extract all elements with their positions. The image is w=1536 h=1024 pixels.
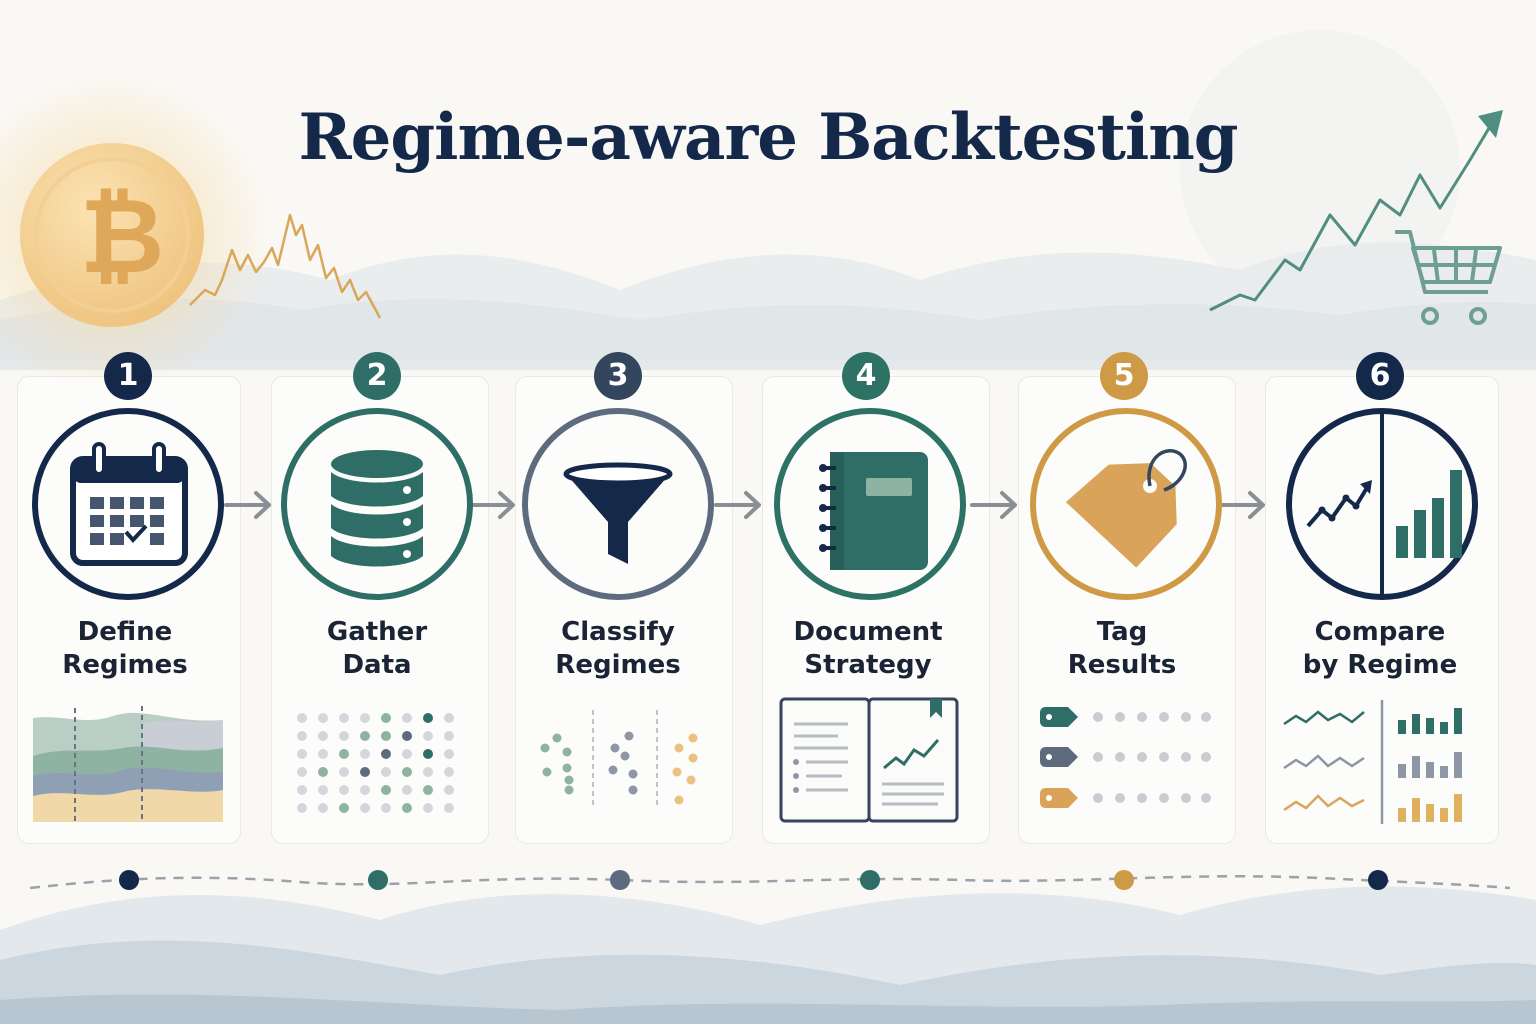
shopping-cart-icon — [1395, 230, 1502, 325]
step-number-1: 1 — [104, 352, 152, 400]
funnel-icon — [563, 462, 673, 564]
data-dot — [423, 767, 433, 777]
data-dot — [423, 731, 433, 741]
step-label-4: Document Strategy — [793, 617, 943, 680]
tagged-results-rows — [1040, 707, 1211, 808]
data-dot — [423, 749, 433, 759]
data-dot — [381, 803, 391, 813]
data-dot — [339, 749, 349, 759]
data-dot — [444, 803, 454, 813]
data-dot — [297, 767, 307, 777]
data-dot-grid — [297, 713, 454, 813]
data-dot — [444, 785, 454, 795]
data-dot — [381, 767, 391, 777]
data-dot — [297, 713, 307, 723]
data-dot — [402, 749, 412, 759]
page-title: Regime-aware Backtesting — [298, 100, 1238, 175]
step-number-6: 6 — [1356, 352, 1404, 400]
data-dot — [297, 785, 307, 795]
data-dot — [318, 767, 328, 777]
data-dot — [318, 749, 328, 759]
classified-dot-clusters — [540, 710, 698, 806]
data-dot — [423, 785, 433, 795]
tag-icon — [1040, 707, 1078, 727]
data-dot — [402, 767, 412, 777]
calendar-icon — [70, 442, 188, 566]
bitcoin-coin-icon: ₿ — [20, 143, 204, 327]
step-icon-ring-1 — [32, 408, 224, 600]
data-dot — [444, 713, 454, 723]
data-dot — [339, 803, 349, 813]
data-dot — [444, 731, 454, 741]
regime-comparison-minis — [1283, 700, 1462, 824]
step-icon-ring-4 — [774, 408, 966, 600]
open-strategy-notebook — [779, 697, 959, 823]
step-number-3: 3 — [594, 352, 642, 400]
notebook-icon — [819, 452, 928, 570]
data-dot — [360, 803, 370, 813]
step-label-5: Tag Results — [1067, 617, 1177, 680]
svg-text:₿: ₿ — [80, 175, 165, 297]
data-dot — [360, 785, 370, 795]
data-dot — [423, 713, 433, 723]
regime-area-chart — [33, 706, 223, 822]
data-dot — [339, 731, 349, 741]
data-dot — [318, 713, 328, 723]
step-number-4: 4 — [842, 352, 890, 400]
step-icon-ring-6 — [1286, 408, 1478, 600]
step-label-6: Compare by Regime — [1302, 617, 1458, 680]
step-number-5: 5 — [1100, 352, 1148, 400]
data-dot — [318, 731, 328, 741]
trend-arrow-head — [1478, 110, 1503, 138]
data-dot — [402, 785, 412, 795]
data-dot — [360, 713, 370, 723]
data-dot — [402, 713, 412, 723]
data-dot — [360, 731, 370, 741]
rising-trend-line — [1209, 117, 1497, 312]
data-dot — [381, 749, 391, 759]
tag-icon — [1040, 747, 1078, 767]
data-dot — [318, 803, 328, 813]
data-dot — [381, 785, 391, 795]
tag-icon — [1065, 449, 1187, 568]
step-label-2: Gather Data — [326, 617, 428, 680]
data-dot — [297, 749, 307, 759]
data-dot — [339, 713, 349, 723]
data-dot — [444, 767, 454, 777]
database-icon — [331, 450, 423, 567]
step-icon-ring-3 — [522, 408, 714, 600]
data-dot — [339, 767, 349, 777]
data-dot — [339, 785, 349, 795]
data-dot — [381, 713, 391, 723]
data-dot — [318, 785, 328, 795]
data-dot — [297, 803, 307, 813]
volatile-price-line — [189, 213, 382, 319]
data-dot — [381, 731, 391, 741]
data-dot — [444, 749, 454, 759]
data-dot — [402, 803, 412, 813]
data-dot — [423, 803, 433, 813]
step-icon-ring-5 — [1030, 408, 1222, 600]
step-number-2: 2 — [353, 352, 401, 400]
step-label-3: Classify Regimes — [555, 617, 681, 680]
step-icon-ring-2 — [281, 408, 473, 600]
tag-icon — [1040, 788, 1078, 808]
data-dot — [360, 767, 370, 777]
data-dot — [297, 731, 307, 741]
step-label-1: Define Regimes — [62, 617, 188, 680]
data-dot — [360, 749, 370, 759]
data-dot — [402, 731, 412, 741]
comparison-chart-icon — [1306, 414, 1462, 594]
